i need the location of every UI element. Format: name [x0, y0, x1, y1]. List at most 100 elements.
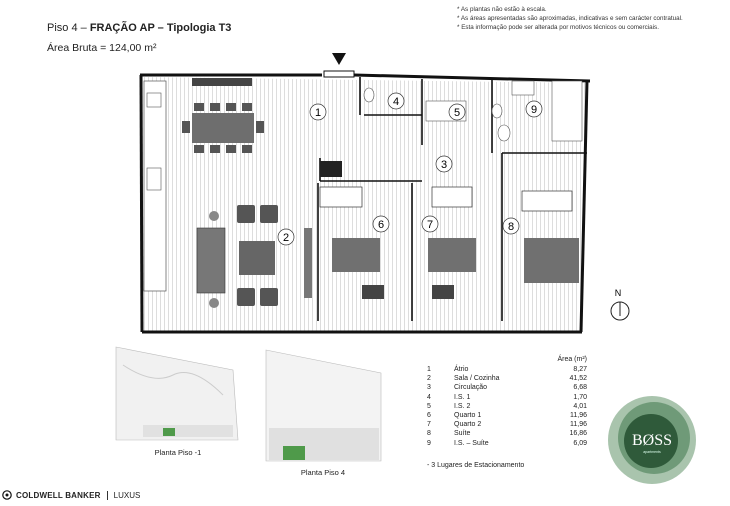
footer-brand-name: COLDWELL BANKER [16, 490, 101, 500]
footer-separator [106, 490, 108, 500]
room-label-2: 2 [283, 232, 289, 244]
table-cell-area: 8,27 [573, 366, 587, 373]
coldwell-banker-icon [2, 490, 12, 500]
table-cell-name: I.S. 1 [454, 393, 471, 401]
sink-icon [146, 92, 162, 108]
unit-label: FRAÇÃO AP – Tipologia T3 [89, 22, 232, 34]
storage-unit [320, 161, 342, 177]
disclaimer-notes: * As plantas não estão à escala. * As ár… [457, 5, 727, 32]
room-label-3: 3 [441, 159, 447, 171]
table-cell-num: 3 [427, 384, 431, 392]
room-label-5: 5 [454, 107, 460, 119]
table-cell-num: 9 [427, 439, 431, 447]
table-cell-name: I.S. 2 [454, 402, 471, 410]
interior-walls [317, 77, 587, 321]
minimap-floor-minus1-label: Planta Piso -1 [154, 448, 202, 457]
room-labels: 1 2 3 4 5 6 7 8 9 [277, 92, 543, 246]
table-cell-name: Circulação [454, 384, 488, 392]
table-row: 5 I.S. 2 4,01 [427, 402, 587, 411]
page-title: Piso 4 – FRAÇÃO AP – Tipologia T3 [47, 22, 231, 34]
entrance-arrow-icon [332, 53, 346, 65]
dining-chairs [182, 103, 264, 153]
table-row: 1 Átrio 8,27 [427, 365, 587, 374]
note-2: * As áreas apresentadas são aproximadas,… [457, 15, 683, 22]
table-cell-name: Sala / Cozinha [454, 375, 500, 383]
plant-icon [209, 211, 219, 221]
table-cell-num: 2 [427, 375, 431, 383]
table-cell-num: 7 [427, 421, 431, 429]
tv-unit [304, 228, 312, 298]
table-cell-area: 16,86 [569, 430, 587, 438]
minimap-floor-minus1: Planta Piso -1 [113, 345, 243, 457]
dining-table [192, 113, 254, 143]
table-row: 9 I.S. – Suíte 6,09 [427, 439, 587, 448]
note-1: * As plantas não estão à escala. [457, 6, 547, 13]
wall-left [139, 74, 144, 333]
compass-label: N [615, 288, 622, 298]
coffee-table [239, 241, 275, 275]
bed-suite [524, 238, 579, 283]
table-cell-name: Quarto 1 [454, 411, 482, 419]
entrance-door [323, 70, 355, 78]
minimap-floor-4-drawing [265, 349, 382, 462]
table-cell-area: 41,52 [569, 375, 587, 383]
floor-plan: 1 2 3 4 5 6 7 8 9 [139, 53, 591, 334]
north-compass-icon: N [610, 288, 630, 321]
table-row: 4 I.S. 1 1,70 [427, 393, 587, 402]
parking-note: - 3 Lugares de Estacionamento [427, 462, 525, 469]
table-cell-area: 1,70 [573, 393, 587, 401]
wardrobes [319, 186, 573, 212]
table-cell-num: 8 [427, 430, 431, 438]
minimap-floor-minus1-drawing [115, 346, 239, 441]
table-cell-name: Átrio [454, 366, 469, 373]
table-cell-area: 11,96 [570, 411, 587, 419]
table-row: 2 Sala / Cozinha 41,52 [427, 374, 587, 383]
footer-brand-sub: LUXUS [113, 490, 141, 500]
minimap-floor-4: Planta Piso 4 [263, 348, 383, 477]
room-label-7: 7 [427, 219, 433, 231]
minimap-highlight [163, 428, 175, 436]
minimap-floor-4-label: Planta Piso 4 [300, 468, 346, 477]
desks [362, 285, 454, 299]
table-row: 6 Quarto 1 11,96 [427, 411, 587, 420]
plant-icon-2 [209, 298, 219, 308]
table-cell-area: 11,96 [570, 421, 587, 429]
table-cell-name: Suíte [454, 430, 471, 438]
table-cell-area: 6,68 [573, 384, 587, 392]
note-3: * Esta informação pode ser alterada por … [457, 24, 659, 31]
minimap-highlight-2 [283, 446, 305, 460]
table-cell-num: 6 [427, 411, 431, 419]
table-row: 3 Circulação 6,68 [427, 383, 587, 392]
room-label-8: 8 [508, 221, 514, 233]
areas-table-header: Área (m²) [557, 356, 587, 363]
gross-area: Área Bruta = 124,00 m² [47, 42, 157, 54]
table-row: 7 Quarto 2 11,96 [427, 420, 587, 429]
footer-brand: COLDWELL BANKER LUXUS [2, 490, 140, 500]
table-cell-area: 6,09 [573, 439, 587, 447]
logo-subtext: apartments [643, 450, 661, 454]
kitchen-counter [143, 80, 167, 292]
bed-quarto-2 [428, 238, 476, 272]
logo-text: BØSS [632, 432, 672, 449]
table-cell-name: Quarto 2 [454, 421, 482, 429]
areas-table: Área (m²) 1 Átrio 8,27 2 Sala / Cozinha 41,52… [427, 355, 587, 448]
table-row: 8 Suíte 16,86 [427, 429, 587, 438]
room-label-4: 4 [393, 96, 399, 108]
room-label-9: 9 [531, 104, 537, 116]
table-cell-num: 4 [427, 393, 431, 401]
cooktop-icon [146, 167, 162, 191]
table-cell-num: 1 [427, 366, 431, 373]
boss-logo: BØSS apartments [608, 396, 696, 484]
floor-label: Piso 4 – [47, 22, 90, 34]
wall-right [579, 80, 589, 333]
sofa [196, 227, 226, 294]
room-label-1: 1 [315, 107, 321, 119]
room-label-6: 6 [378, 219, 384, 231]
wall-top-right [353, 73, 591, 83]
bed-quarto-1 [332, 238, 380, 272]
window-bench [192, 78, 252, 86]
table-cell-name: I.S. – Suíte [454, 439, 489, 447]
table-cell-num: 5 [427, 402, 431, 410]
table-cell-area: 4,01 [573, 402, 587, 410]
armchairs [237, 205, 278, 306]
